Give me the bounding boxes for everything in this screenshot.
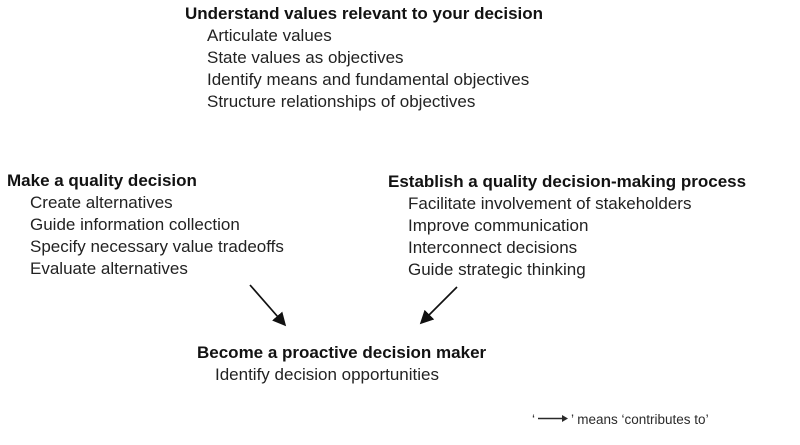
list-item: Structure relationships of objectives <box>207 92 476 111</box>
block-understand-values-list: Articulate values State values as object… <box>185 25 543 113</box>
list-item: Interconnect decisions <box>408 238 578 257</box>
list-item: Specify necessary value tradeoffs <box>30 237 284 256</box>
list-item: Guide information collection <box>30 215 240 234</box>
legend: ‘ ’ means ‘contributes to’ <box>532 409 709 431</box>
list-item: Identify means and fundamental objective… <box>207 70 530 89</box>
block-establish-process-list: Facilitate involvement of stakeholders I… <box>388 193 746 281</box>
block-establish-process: Establish a quality decision-making proc… <box>388 171 746 281</box>
list-item: Create alternatives <box>30 193 173 212</box>
block-proactive-decision-maker-list: Identify decision opportunities <box>197 364 486 386</box>
block-establish-process-title: Establish a quality decision-making proc… <box>388 172 747 191</box>
contributes-arrow-right-icon <box>419 286 458 325</box>
block-make-quality-decision: Make a quality decision Create alternati… <box>7 170 284 280</box>
block-make-quality-decision-list: Create alternatives Guide information co… <box>7 192 284 280</box>
list-item: Improve communication <box>408 216 589 235</box>
block-understand-values-title: Understand values relevant to your decis… <box>185 4 544 23</box>
right-arrow-icon <box>538 415 568 423</box>
block-proactive-decision-maker-title: Become a proactive decision maker <box>197 343 487 362</box>
list-item: Identify decision opportunities <box>215 365 439 384</box>
list-item: Articulate values <box>207 26 332 45</box>
legend-open-quote: ‘ <box>532 412 535 427</box>
block-understand-values: Understand values relevant to your decis… <box>185 3 543 113</box>
contributes-arrow-left-icon <box>249 284 287 327</box>
block-proactive-decision-maker: Become a proactive decision maker Identi… <box>197 342 486 386</box>
list-item: Facilitate involvement of stakeholders <box>408 194 692 213</box>
list-item: State values as objectives <box>207 48 404 67</box>
list-item: Evaluate alternatives <box>30 259 188 278</box>
block-make-quality-decision-title: Make a quality decision <box>7 171 197 190</box>
legend-meaning-text: ’ means ‘contributes to’ <box>571 412 709 427</box>
list-item: Guide strategic thinking <box>408 260 586 279</box>
